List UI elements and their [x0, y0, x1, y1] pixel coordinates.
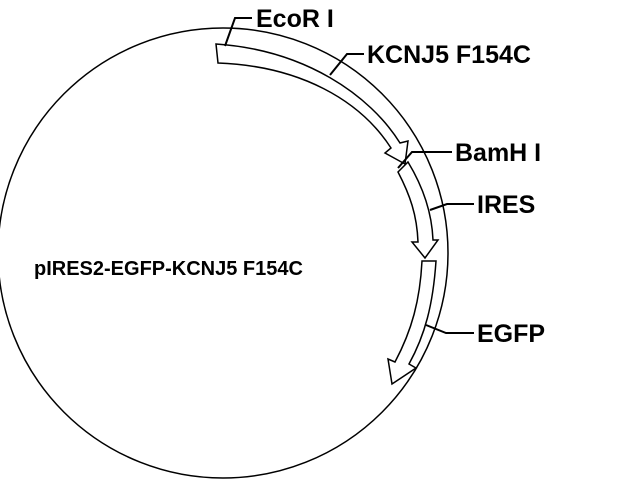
egfp-leader-line [425, 324, 474, 334]
feature-arrow-kcnj5 [215, 43, 409, 166]
bamhi-site-label: BamH I [455, 139, 541, 167]
ires-leader-line [429, 203, 474, 211]
egfp-feature-label: EGFP [477, 320, 545, 348]
plasmid-backbone [0, 27, 449, 479]
feature-arrow-egfp [387, 260, 437, 386]
kcnj5-leader-line [329, 53, 364, 76]
feature-arrow-ires [397, 160, 440, 260]
ecori-leader-line [224, 17, 252, 47]
ires-feature-label: IRES [477, 191, 535, 219]
bamhi-leader-line [397, 151, 452, 169]
ecori-site-label: EcoR I [256, 5, 334, 33]
kcnj5-feature-label: KCNJ5 F154C [367, 41, 531, 69]
plasmid-name: pIRES2-EGFP-KCNJ5 F154C [34, 258, 303, 280]
